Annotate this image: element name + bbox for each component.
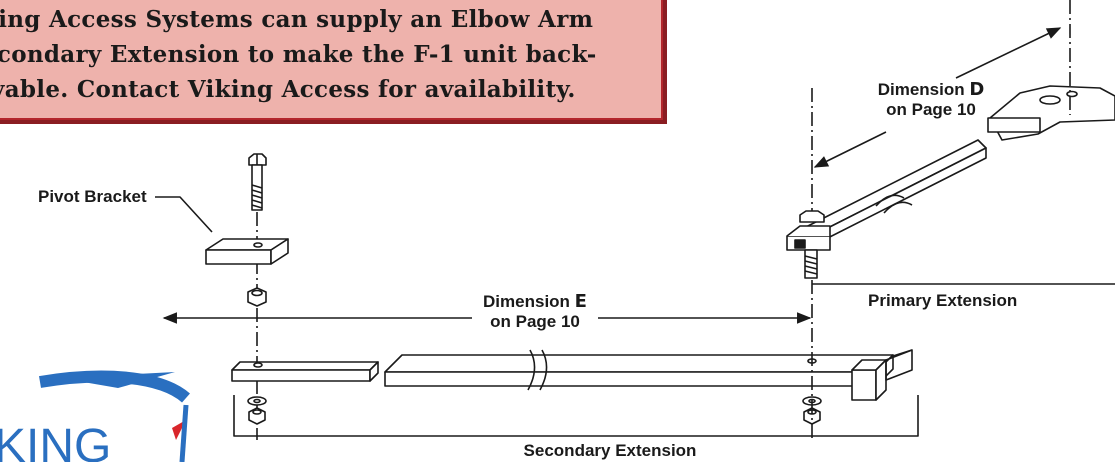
secondary-long-piece [384,349,894,391]
right-washer-nut [802,396,822,425]
note-line-1: king Access Systems can supply an Elbow … [0,6,594,33]
pivot-bracket-plate [205,238,289,265]
dimension-e-label: Dimension E on Page 10 [472,292,598,332]
primary-extension-label: Primary Extension [868,291,1018,310]
pivot-bracket-label: Pivot Bracket [38,187,147,206]
viking-logo: KING [0,370,190,462]
secondary-extension-bracket [233,395,919,437]
dimension-d-label: Dimension D on Page 10 [866,80,996,120]
dimension-d-prefix: Dimension [877,80,970,99]
dimension-d-lower [813,131,887,168]
pivot-bolt [248,153,267,211]
dimension-d-page: on Page 10 [886,100,976,119]
note-text: king Access Systems can supply an Elbow … [0,2,622,107]
note-line-2: econdary Extension to make the F-1 unit … [0,41,597,68]
dimension-d-upper [955,27,1062,79]
secondary-short-piece [231,361,379,382]
dimension-e-prefix: Dimension [483,292,575,311]
logo-wordmark: KING [0,420,111,462]
pivot-bracket-leader [155,196,213,233]
pivot-nut [247,287,267,307]
secondary-end-bracket [851,349,913,401]
note-line-3: ivable. Contact Viking Access for availa… [0,76,576,103]
dimension-d-letter: D [969,79,985,100]
operator-arm-end [987,85,1115,141]
dimension-e-letter: E [574,291,587,312]
primary-clamp-bolt [786,210,831,279]
dimension-e-page: on Page 10 [490,312,580,331]
availability-note: king Access Systems can supply an Elbow … [0,0,663,120]
secondary-extension-label: Secondary Extension [523,441,697,460]
left-washer-nut [247,396,267,425]
